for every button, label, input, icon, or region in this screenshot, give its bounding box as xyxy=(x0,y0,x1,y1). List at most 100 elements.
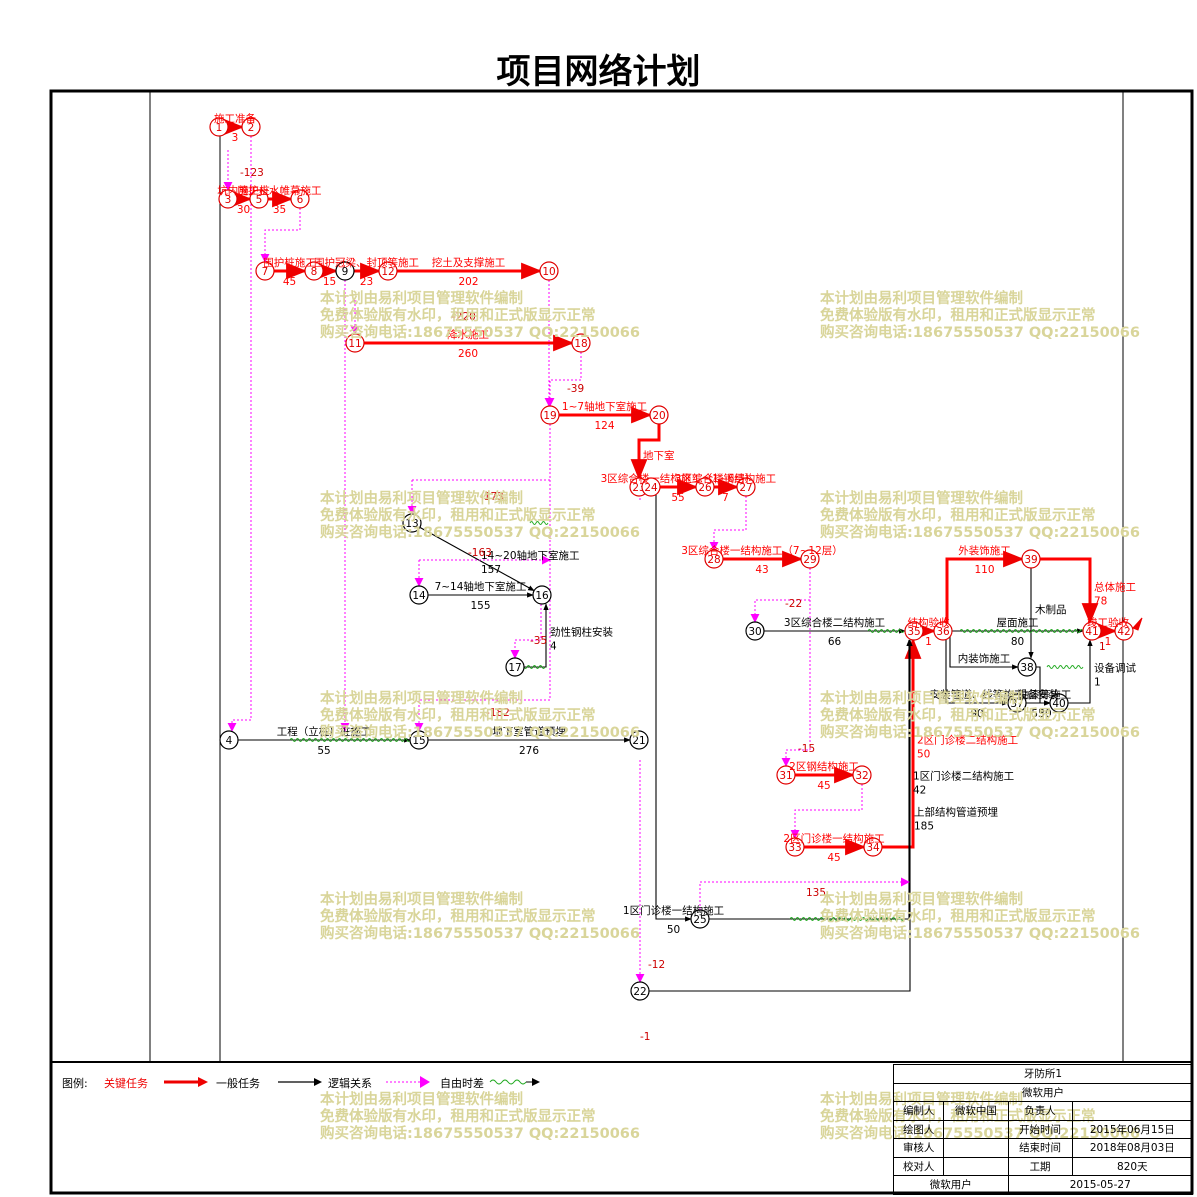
logic-link xyxy=(750,568,811,623)
free-float-wave xyxy=(1046,665,1084,669)
node-circle xyxy=(218,189,238,209)
task-name-label: 木制品 xyxy=(1035,603,1067,616)
node-number: 21 xyxy=(632,735,645,747)
task-duration-label: 50 xyxy=(667,924,680,936)
node-circle xyxy=(249,189,269,209)
node-circle xyxy=(745,621,765,641)
float-value-label: -39 xyxy=(567,383,584,395)
node-circle xyxy=(255,261,275,281)
free-float-wave xyxy=(959,629,1087,633)
node-circle xyxy=(241,117,261,137)
task-duration-label: 110 xyxy=(974,564,994,576)
task-name-label: 1区门诊楼二结构施工 xyxy=(913,770,1014,783)
node-circle xyxy=(785,837,805,857)
task-name-label: 上部结构管道预埋 xyxy=(914,806,998,819)
task-name-label: 1~7轴地下室施工 xyxy=(562,400,647,413)
node-number: 15 xyxy=(412,735,425,747)
task-duration-label: 157 xyxy=(481,564,501,576)
node-number: 18 xyxy=(574,338,587,350)
logic-link xyxy=(699,877,910,910)
node-circle xyxy=(540,405,560,425)
task-duration-label: 1 xyxy=(1105,636,1112,648)
node-circle xyxy=(378,261,398,281)
node-number: 2 xyxy=(248,122,255,134)
node-number: 5 xyxy=(256,194,263,206)
node-circle xyxy=(1082,621,1102,641)
task-name-label: 结构验收 xyxy=(908,616,950,629)
task-duration-label: 55 xyxy=(671,492,684,504)
node-circle xyxy=(695,477,715,497)
node-circle xyxy=(409,585,429,605)
tb-value xyxy=(943,1119,1009,1139)
finish-flag-icon xyxy=(1132,617,1143,631)
task-name-label: 3区综合楼一结构施工（7~12层） xyxy=(681,544,843,557)
tb-value: 2015年06月15日 xyxy=(1071,1119,1194,1139)
node-number: 27 xyxy=(739,482,752,494)
logic-link xyxy=(781,568,811,767)
node-number: 28 xyxy=(707,554,720,566)
node-circle xyxy=(1007,693,1027,713)
task-duration-label: 15 xyxy=(323,276,336,288)
legend-normal-label: 一般任务 xyxy=(216,1077,260,1090)
node-number: 41 xyxy=(1085,626,1098,638)
node-number: 6 xyxy=(297,194,304,206)
task-name-label: 外装饰施工 xyxy=(958,544,1011,557)
float-value-label: -12 xyxy=(648,959,665,971)
node-circle xyxy=(304,261,324,281)
task-arrow xyxy=(1068,639,1093,704)
task-duration-label: 55 xyxy=(317,745,330,757)
node-number: 4 xyxy=(226,735,233,747)
task-duration-label: 1 xyxy=(1094,677,1101,689)
tb-label: 审核人 xyxy=(892,1138,945,1158)
task-name-label: 7~14轴地下室施工 xyxy=(435,580,527,593)
node-number: 16 xyxy=(535,590,549,602)
task-name-label: 2区门诊楼二结构施工 xyxy=(917,734,1018,747)
task-arrow xyxy=(882,637,922,849)
node-number: 37 xyxy=(1010,698,1023,710)
legend-critical-label: 关键任务 xyxy=(104,1077,148,1090)
node-circle xyxy=(852,765,872,785)
tb-project: 牙防所1 xyxy=(893,1064,1193,1084)
node-number: 40 xyxy=(1052,698,1065,710)
task-name-label: 14~20轴地下室施工 xyxy=(481,549,580,562)
task-duration-label: 185 xyxy=(914,821,934,833)
task-name-label: 施工准备 xyxy=(214,112,256,125)
node-circle xyxy=(704,549,724,569)
node-circle xyxy=(290,189,310,209)
task-name-label: 2区钢结构施工 xyxy=(789,760,859,773)
task-arrow xyxy=(709,639,912,920)
node-circle xyxy=(690,909,710,929)
outer-frame xyxy=(49,89,1194,1195)
task-duration-label: 55 xyxy=(1031,708,1044,720)
task-name-label: 地下室管道预埋 xyxy=(492,725,566,738)
free-float-wave xyxy=(529,521,549,525)
task-name-label: 屋面施工 xyxy=(997,616,1039,629)
task-arrow xyxy=(524,603,549,668)
node-circle xyxy=(335,261,355,281)
node-circle xyxy=(776,765,796,785)
node-number: 38 xyxy=(1020,662,1033,674)
logic-link xyxy=(790,784,863,839)
tb-value: 2018年08月03日 xyxy=(1071,1138,1194,1158)
node-number: 12 xyxy=(381,266,394,278)
node-number: 36 xyxy=(936,626,950,638)
node-circle xyxy=(505,657,525,677)
node-number: 26 xyxy=(698,482,712,494)
tb-label: 开始时间 xyxy=(1007,1119,1073,1139)
task-arrow xyxy=(649,639,913,992)
logic-link xyxy=(260,208,301,263)
tb-footer-date: 2015-05-27 xyxy=(1007,1175,1193,1195)
task-name-label: 总体施工 xyxy=(1094,581,1136,594)
node-number: 1 xyxy=(216,122,223,134)
free-float-wave xyxy=(867,629,905,633)
node-number: 13 xyxy=(405,518,418,530)
node-circle xyxy=(800,549,820,569)
tb-label: 绘图人 xyxy=(892,1119,945,1139)
tb-label: 结束时间 xyxy=(1007,1138,1073,1158)
node-circle xyxy=(736,477,756,497)
task-name-label: 围护止水帷幕施工 xyxy=(238,184,322,197)
legend-logic-arrow xyxy=(386,1076,430,1088)
node-circle xyxy=(209,117,229,137)
